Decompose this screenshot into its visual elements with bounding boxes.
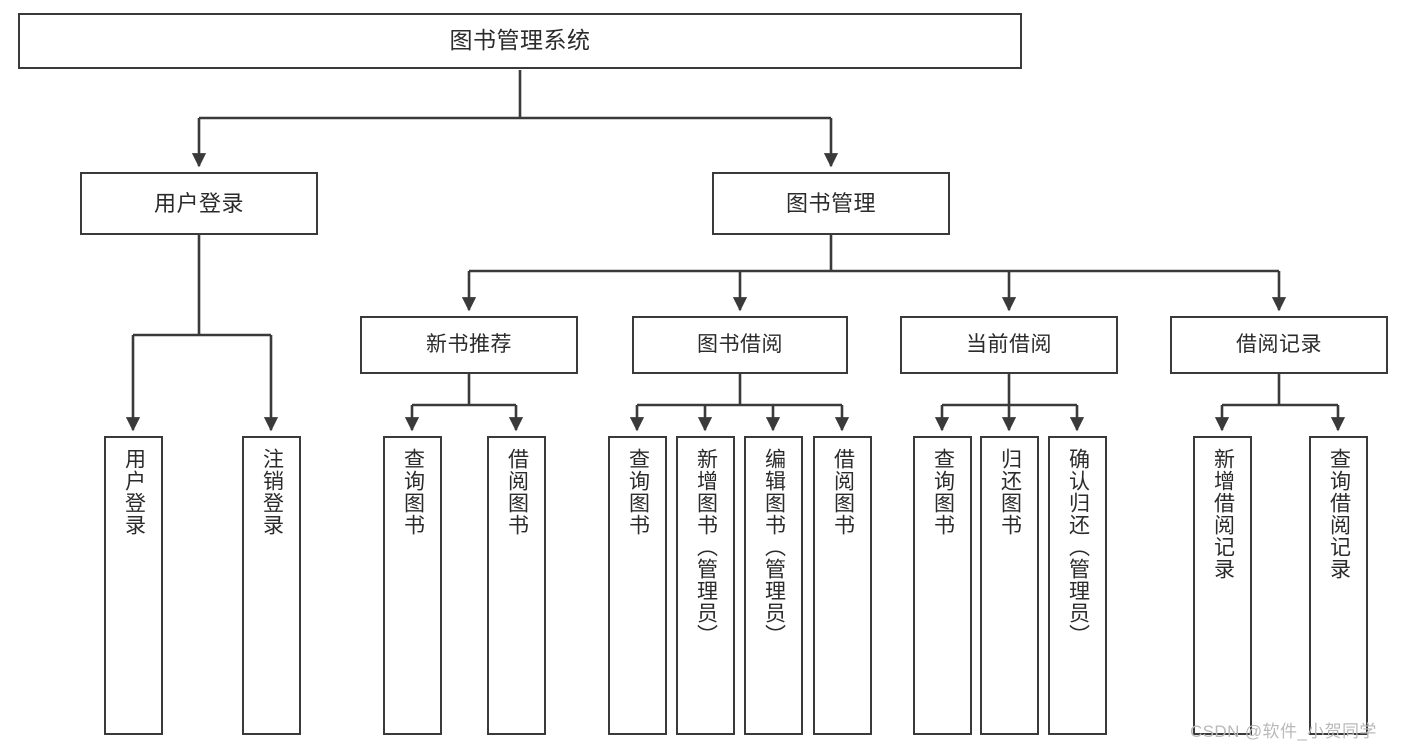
node-label: 编辑图书（管理员） — [762, 448, 786, 646]
node-leaf-query-book-3[interactable]: 查询图书 — [913, 436, 972, 735]
node-label: 借阅记录 — [1236, 332, 1322, 356]
node-book-borrow[interactable]: 图书借阅 — [632, 316, 848, 374]
node-current-borrow[interactable]: 当前借阅 — [900, 316, 1118, 374]
csdn-watermark: CSDN @软件_小贺同学 — [1190, 722, 1377, 741]
node-label: 用户登录 — [122, 448, 146, 536]
node-leaf-confirm-return[interactable]: 确认归还（管理员） — [1048, 436, 1107, 735]
node-label: 新增图书（管理员） — [694, 448, 718, 646]
node-user-login[interactable]: 用户登录 — [80, 172, 318, 235]
node-book-manage[interactable]: 图书管理 — [712, 172, 950, 235]
node-leaf-borrow-book-1[interactable]: 借阅图书 — [487, 436, 546, 735]
node-leaf-logout-login[interactable]: 注销登录 — [242, 436, 301, 735]
node-label: 查询图书 — [931, 448, 955, 536]
node-label: 借阅图书 — [831, 448, 855, 536]
node-label: 图书管理系统 — [449, 27, 591, 54]
node-label: 归还图书 — [998, 448, 1022, 536]
node-label: 注销登录 — [260, 448, 284, 536]
node-leaf-borrow-book-2[interactable]: 借阅图书 — [813, 436, 872, 735]
node-leaf-edit-book[interactable]: 编辑图书（管理员） — [744, 436, 803, 735]
node-label: 用户登录 — [153, 190, 244, 216]
node-leaf-query-book-1[interactable]: 查询图书 — [383, 436, 442, 735]
node-borrow-record[interactable]: 借阅记录 — [1170, 316, 1388, 374]
node-label: 查询借阅记录 — [1327, 448, 1351, 580]
node-label: 借阅图书 — [505, 448, 529, 536]
node-leaf-return-book[interactable]: 归还图书 — [980, 436, 1039, 735]
node-new-book-recommend[interactable]: 新书推荐 — [360, 316, 578, 374]
node-root-system[interactable]: 图书管理系统 — [18, 13, 1022, 69]
node-leaf-query-book-2[interactable]: 查询图书 — [608, 436, 667, 735]
node-leaf-add-record[interactable]: 新增借阅记录 — [1193, 436, 1252, 735]
node-label: 图书借阅 — [697, 332, 783, 356]
node-label: 新增借阅记录 — [1211, 448, 1235, 580]
node-label: 当前借阅 — [966, 332, 1052, 356]
node-label: 查询图书 — [626, 448, 650, 536]
node-label: 图书管理 — [785, 190, 876, 216]
node-leaf-user-login[interactable]: 用户登录 — [104, 436, 163, 735]
node-label: 查询图书 — [401, 448, 425, 536]
node-leaf-add-book[interactable]: 新增图书（管理员） — [676, 436, 735, 735]
node-leaf-query-record[interactable]: 查询借阅记录 — [1309, 436, 1368, 735]
node-label: 确认归还（管理员） — [1066, 448, 1090, 646]
node-label: 新书推荐 — [426, 332, 512, 356]
